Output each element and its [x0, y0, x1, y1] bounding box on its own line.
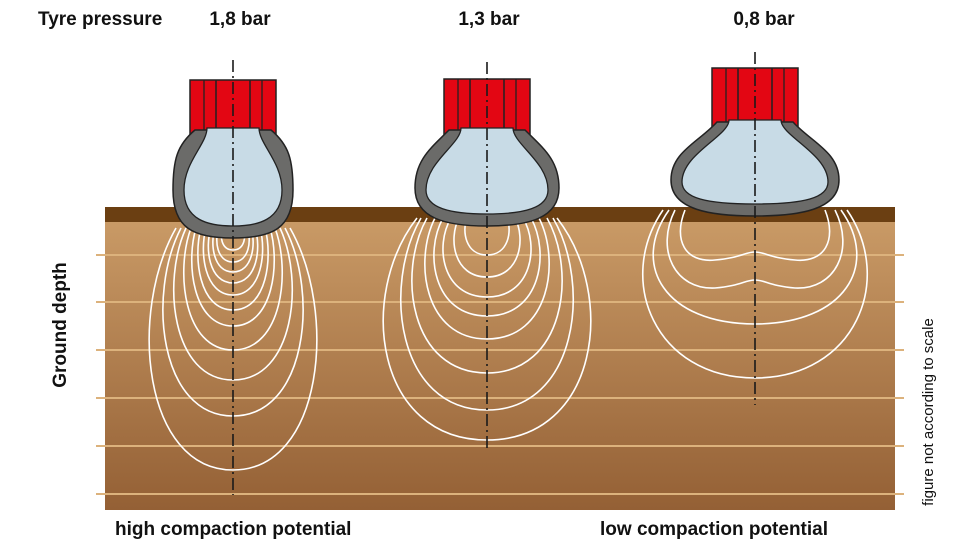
- tyre-pressure-label: Tyre pressure: [38, 9, 162, 30]
- high-compaction-label: high compaction potential: [115, 519, 351, 540]
- low-compaction-label: low compaction potential: [600, 519, 828, 540]
- scale-note: figure not according to scale: [920, 318, 937, 506]
- contour-line: [202, 227, 264, 296]
- soil-body: [105, 220, 895, 510]
- contour-line: [212, 227, 254, 273]
- tyre-air-chamber: [425, 127, 549, 215]
- contour-line: [442, 217, 532, 298]
- contour-line: [424, 217, 550, 340]
- pressure-label-2: 1,3 bar: [458, 9, 520, 30]
- ground-depth-label: Ground depth: [50, 262, 71, 388]
- pressure-label-1: 1,8 bar: [209, 9, 271, 30]
- center-axes: [232, 52, 756, 495]
- tyres: [172, 67, 840, 239]
- pressure-label-3: 0,8 bar: [733, 9, 795, 30]
- contour-line: [148, 227, 318, 471]
